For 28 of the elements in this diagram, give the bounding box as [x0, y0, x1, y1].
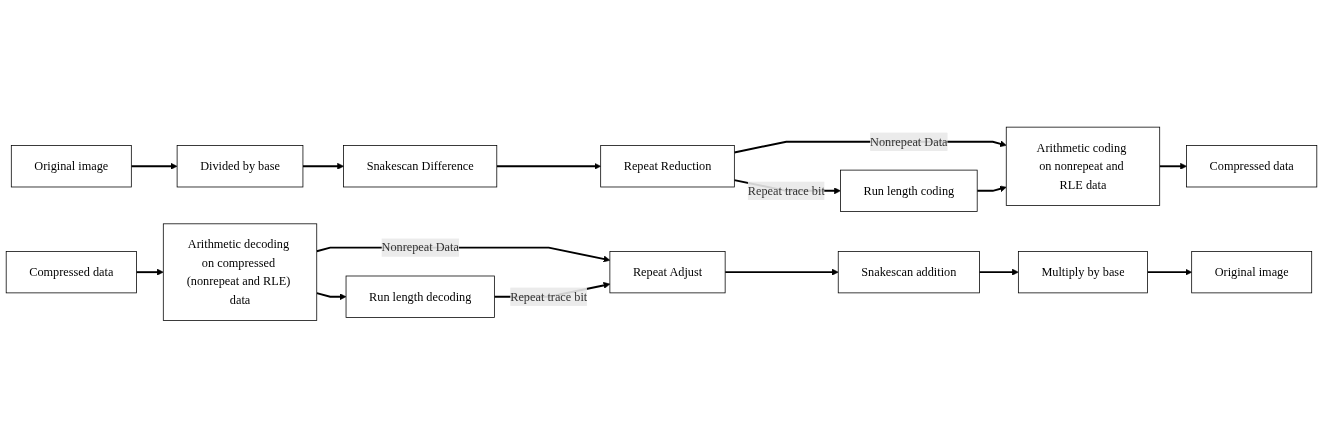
- arrow: [1146, 268, 1192, 276]
- node-box: Run length coding: [840, 169, 978, 213]
- edge-label: Nonrepeat Data: [870, 134, 948, 149]
- node-box: Snakescan addition: [837, 251, 980, 294]
- node-box: Divided by base: [176, 145, 304, 188]
- node-box: Arithmetic coding on nonrepeat and RLE data: [1005, 126, 1161, 206]
- arrow: [1158, 163, 1187, 170]
- arrow: [315, 292, 347, 301]
- node-box: Repeat Adjust: [609, 251, 726, 294]
- node-box: Repeat Reduction: [600, 145, 735, 188]
- arrow: [302, 163, 344, 170]
- arrow: [976, 185, 1007, 193]
- node-box: Original image: [1191, 251, 1313, 294]
- arrow: [978, 268, 1019, 276]
- node-box: Compressed data: [1186, 145, 1318, 188]
- arrow: [724, 268, 839, 276]
- arrow: [130, 163, 178, 170]
- arrow: [495, 163, 601, 170]
- edge-label: Nonrepeat Data: [381, 240, 459, 254]
- node-box: Compressed data: [5, 251, 137, 294]
- node-box: Multiply by base: [1017, 251, 1148, 294]
- node-box: Arithmetic decoding on compressed (nonrepeat and RLE) data: [162, 223, 318, 322]
- node-box: Snakescan Difference: [343, 145, 498, 188]
- edge-label: Repeat trace bit: [747, 184, 825, 198]
- edge-label: Repeat trace bit: [510, 289, 588, 304]
- node-box: Original image: [10, 145, 132, 188]
- arrow: [135, 268, 164, 276]
- node-box: Run length decoding: [345, 275, 495, 318]
